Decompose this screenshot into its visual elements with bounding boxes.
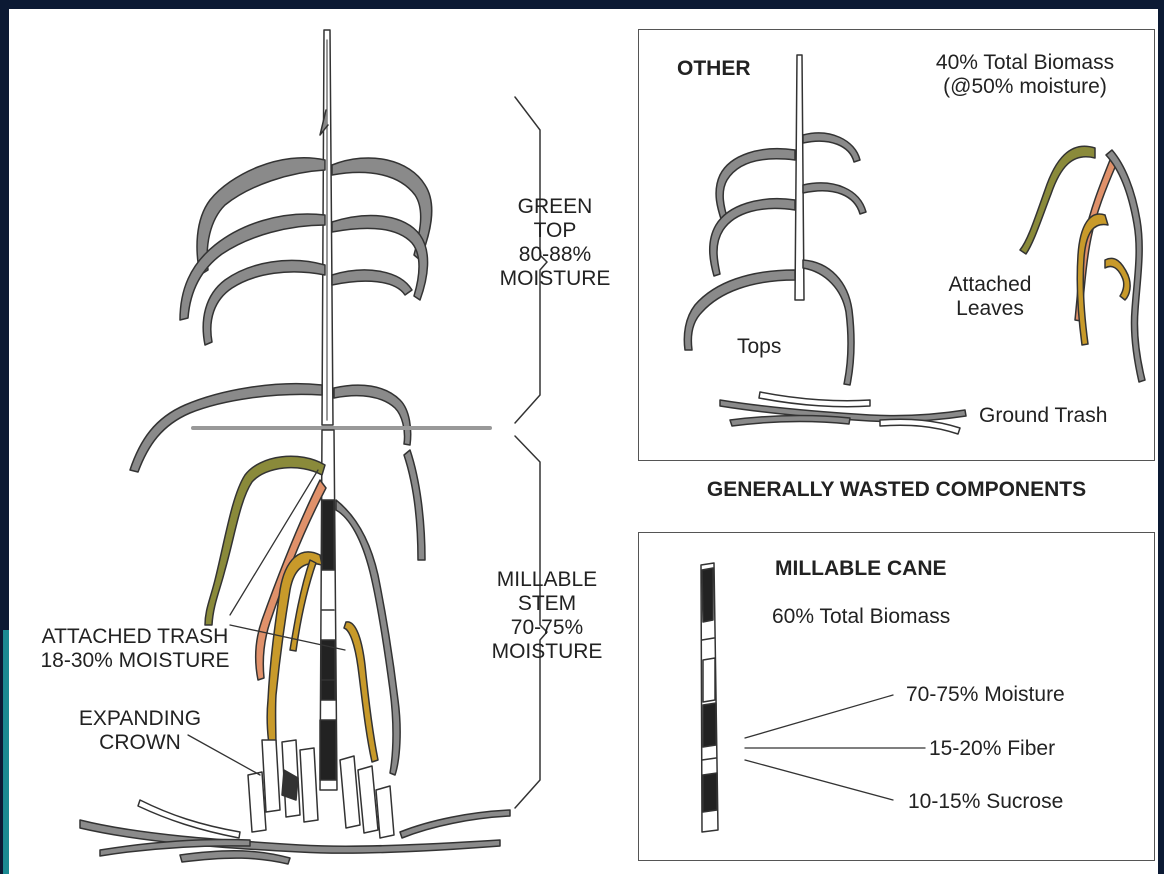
millable-stem-line-4: MOISTURE — [462, 640, 632, 664]
expanding-crown-line-1: EXPANDING — [55, 707, 225, 731]
millable-stem-line-2: STEM — [462, 592, 632, 616]
moisture-component-label: 70-75% Moisture — [906, 683, 1065, 707]
millable-cane-title: MILLABLE CANE — [775, 557, 947, 581]
millable-stem-line-3: 70-75% — [462, 616, 632, 640]
millable-biomass-label: 60% Total Biomass — [772, 605, 950, 629]
plant-stalk-upper — [320, 30, 333, 425]
green-top-label: GREEN TOP 80-88% MOISTURE — [470, 195, 640, 291]
expanding-crown-label: EXPANDING CROWN — [55, 707, 225, 755]
other-panel-title: OTHER — [677, 57, 751, 81]
attached-leaves-label: Attached Leaves — [930, 273, 1050, 321]
plant-attached-trash — [205, 456, 378, 762]
green-top-line-2: TOP — [470, 219, 640, 243]
other-biomass-line-2: (@50% moisture) — [900, 75, 1150, 99]
attached-leaves-line-2: Leaves — [930, 297, 1050, 321]
green-top-line-4: MOISTURE — [470, 267, 640, 291]
green-top-line-1: GREEN — [470, 195, 640, 219]
attached-leaves-line-1: Attached — [930, 273, 1050, 297]
green-top-line-3: 80-88% — [470, 243, 640, 267]
other-biomass-line-1: 40% Total Biomass — [900, 51, 1150, 75]
attached-trash-label: ATTACHED TRASH 18-30% MOISTURE — [20, 625, 250, 673]
sucrose-component-label: 10-15% Sucrose — [908, 790, 1063, 814]
millable-stem-label: MILLABLE STEM 70-75% MOISTURE — [462, 568, 632, 664]
tops-label: Tops — [737, 335, 781, 359]
generally-wasted-caption: GENERALLY WASTED COMPONENTS — [638, 478, 1155, 502]
expanding-crown-line-2: CROWN — [55, 731, 225, 755]
ground-trash-label: Ground Trash — [979, 404, 1107, 428]
plant-lower-gray-leaves — [336, 450, 425, 775]
plant-top-leaves — [130, 158, 432, 472]
attached-trash-line-1: ATTACHED TRASH — [20, 625, 250, 649]
other-biomass-label: 40% Total Biomass (@50% moisture) — [900, 51, 1150, 99]
fiber-component-label: 15-20% Fiber — [929, 737, 1055, 761]
millable-cane-panel — [638, 532, 1155, 861]
attached-trash-line-2: 18-30% MOISTURE — [20, 649, 250, 673]
millable-stem-line-1: MILLABLE — [462, 568, 632, 592]
